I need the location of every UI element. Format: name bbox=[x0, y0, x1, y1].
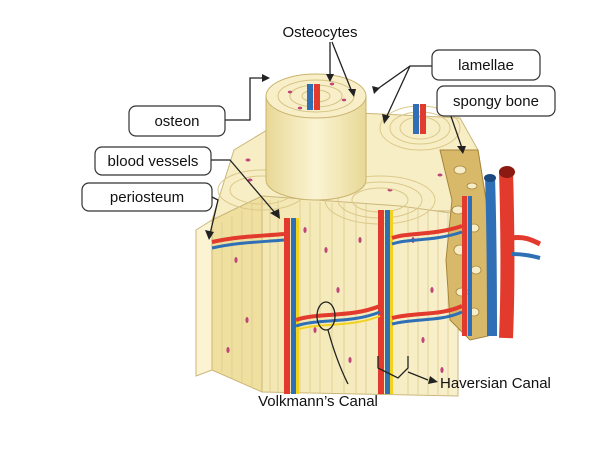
periosteum-layer bbox=[195, 219, 213, 377]
label-osteon: osteon bbox=[128, 105, 226, 137]
volkmanns-canal-label: Volkmann’s Canal bbox=[258, 393, 378, 410]
blood-vessels-label: blood vessels bbox=[108, 153, 199, 170]
leader-lines bbox=[205, 41, 466, 385]
bone-left-face bbox=[211, 195, 263, 393]
haversian-canal-top-right bbox=[413, 104, 426, 134]
label-spongy-bone: spongy bone bbox=[436, 85, 556, 117]
osteocytes-label: Osteocytes bbox=[282, 24, 357, 41]
haversian-canal-label: Haversian Canal bbox=[440, 375, 551, 392]
label-osteocytes: Osteocytes bbox=[282, 24, 357, 41]
lamellae-label-box bbox=[431, 49, 541, 81]
bone-block bbox=[195, 73, 542, 397]
osteon-label: osteon bbox=[154, 113, 199, 130]
spongy-bone-label: spongy bone bbox=[453, 93, 539, 110]
label-haversian-canal: Haversian Canal bbox=[440, 375, 551, 392]
label-lamellae: lamellae bbox=[431, 49, 541, 81]
lamellae-texture bbox=[221, 200, 449, 396]
label-periosteum: periosteum bbox=[81, 182, 213, 212]
external-blood-vessels bbox=[484, 166, 542, 339]
periosteum-label-box bbox=[81, 182, 213, 212]
label-blood-vessels: blood vessels bbox=[94, 146, 212, 176]
volkmanns-canal-vessels bbox=[211, 224, 463, 331]
periosteum-label: periosteum bbox=[110, 189, 184, 206]
haversian-canal-vessels bbox=[284, 196, 472, 394]
osteon-label-box bbox=[128, 105, 226, 137]
spongy-bone-label-box bbox=[436, 85, 556, 117]
label-volkmanns-canal: Volkmann’s Canal bbox=[258, 393, 378, 410]
blood-vessels-label-box bbox=[94, 146, 212, 176]
osteon-cylinder bbox=[265, 73, 367, 201]
lamellae-label: lamellae bbox=[458, 57, 514, 74]
